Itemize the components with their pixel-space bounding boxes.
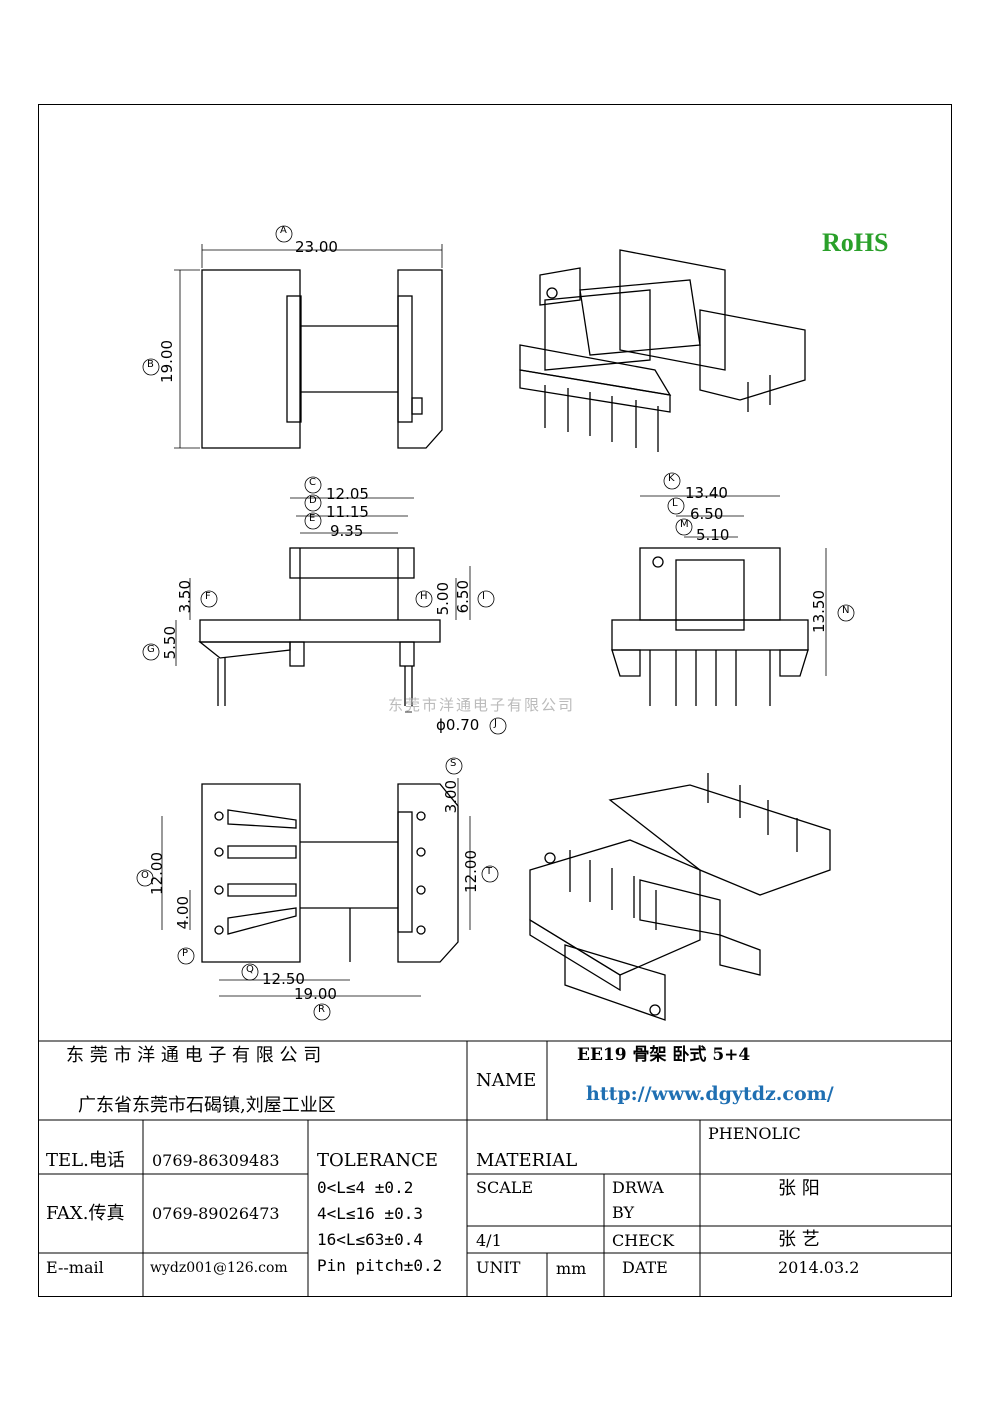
isometric-view-top: [519, 249, 806, 452]
dim-c-tag: C: [309, 477, 316, 488]
fax-label: FAX.传真: [46, 1203, 125, 1224]
check-label: CHECK: [612, 1231, 675, 1250]
dim-f-value: 3.50: [176, 580, 194, 614]
scale-label: SCALE: [476, 1178, 534, 1197]
dim-l-tag: L: [672, 498, 678, 509]
dim-b-value: 19.00: [158, 340, 176, 383]
dim-m-value: 5.10: [696, 526, 730, 544]
dim-d-value: 11.15: [326, 503, 369, 521]
tolerance-line-1: 0<L≤4 ±0.2: [317, 1178, 414, 1197]
dim-p-value: 4.00: [174, 896, 192, 930]
email-value[interactable]: wydz001@126.com: [150, 1260, 288, 1276]
drawn-label-1: DRWA: [612, 1178, 664, 1197]
dim-g-tag: G: [147, 644, 155, 655]
dim-o-tag: O: [141, 870, 149, 881]
tolerance-line-3: 16<L≤63±0.4: [317, 1230, 423, 1249]
material-label: MATERIAL: [476, 1150, 578, 1171]
front-view: [142, 476, 507, 735]
dim-a-tag: A: [280, 225, 287, 236]
dim-j-value: ϕ0.70: [436, 716, 480, 734]
dim-g-value: 5.50: [161, 626, 179, 660]
dim-h-value: 5.00: [434, 582, 452, 616]
watermark-text: 东莞市洋通电子有限公司: [388, 696, 576, 714]
drawing-sheet-border: [38, 104, 952, 1297]
drawn-label-2: BY: [612, 1203, 635, 1222]
dim-f-tag: F: [205, 591, 211, 602]
dim-q-value: 12.50: [262, 970, 305, 988]
drawn-by-value: 张 阳: [778, 1178, 820, 1199]
bottom-view: [136, 757, 499, 1021]
dim-n-tag: N: [842, 605, 850, 616]
dim-b-tag: B: [147, 359, 154, 370]
tel-value: 0769-86309483: [152, 1151, 280, 1170]
dim-t-tag: T: [486, 866, 493, 877]
tel-label: TEL.电话: [46, 1150, 125, 1171]
tolerance-line-2: 4<L≤16 ±0.3: [317, 1204, 423, 1223]
name-label: NAME: [476, 1070, 537, 1091]
email-label: E--mail: [46, 1258, 104, 1277]
dim-p-tag: P: [182, 948, 189, 959]
unit-value: mm: [556, 1259, 587, 1278]
dim-n-value: 13.50: [810, 590, 828, 633]
dim-h-tag: H: [420, 591, 428, 602]
material-value: PHENOLIC: [708, 1124, 801, 1143]
website-link[interactable]: http://www.dgytdz.com/: [586, 1083, 834, 1105]
dim-q-tag: Q: [246, 964, 254, 975]
isometric-view-bottom: [529, 773, 831, 1021]
dim-r-value: 19.00: [294, 985, 337, 1003]
tolerance-line-4: Pin pitch±0.2: [317, 1256, 443, 1275]
tolerance-label: TOLERANCE: [317, 1150, 439, 1171]
dim-i-tag: I: [482, 591, 485, 602]
unit-label: UNIT: [476, 1258, 521, 1277]
dim-s-tag: S: [450, 758, 457, 769]
rohs-mark: RoHS: [822, 228, 889, 257]
company-address: 广东省东莞市石碣镇,刘屋工业区: [78, 1095, 336, 1116]
side-view: [611, 472, 855, 706]
dim-l-value: 6.50: [690, 505, 724, 523]
dim-a-value: 23.00: [295, 238, 338, 256]
dim-e-value: 9.35: [330, 522, 364, 540]
check-value: 张 艺: [778, 1229, 820, 1250]
dim-m-tag: M: [680, 519, 689, 530]
dim-d-tag: D: [309, 495, 317, 506]
scale-value: 4/1: [476, 1231, 502, 1250]
dim-r-tag: R: [318, 1004, 325, 1015]
dim-c-value: 12.05: [326, 485, 369, 503]
fax-value: 0769-89026473: [152, 1204, 280, 1223]
dim-i-value: 6.50: [454, 580, 472, 614]
dim-t-value: 12.00: [462, 850, 480, 893]
dim-k-tag: K: [668, 473, 675, 484]
dim-e-tag: E: [309, 513, 316, 524]
date-value: 2014.03.2: [778, 1258, 860, 1277]
dim-j-tag: J: [494, 718, 497, 729]
dim-s-value: 3.00: [442, 780, 460, 814]
title-block-grid: [38, 1040, 952, 1297]
dim-k-value: 13.40: [685, 484, 728, 502]
part-name: EE19 骨架 卧式 5+4: [577, 1045, 751, 1065]
company-name: 东 莞 市 洋 通 电 子 有 限 公 司: [66, 1045, 322, 1066]
date-label: DATE: [622, 1258, 668, 1277]
dim-o-value: 12.00: [148, 852, 166, 895]
top-view: [142, 225, 443, 449]
